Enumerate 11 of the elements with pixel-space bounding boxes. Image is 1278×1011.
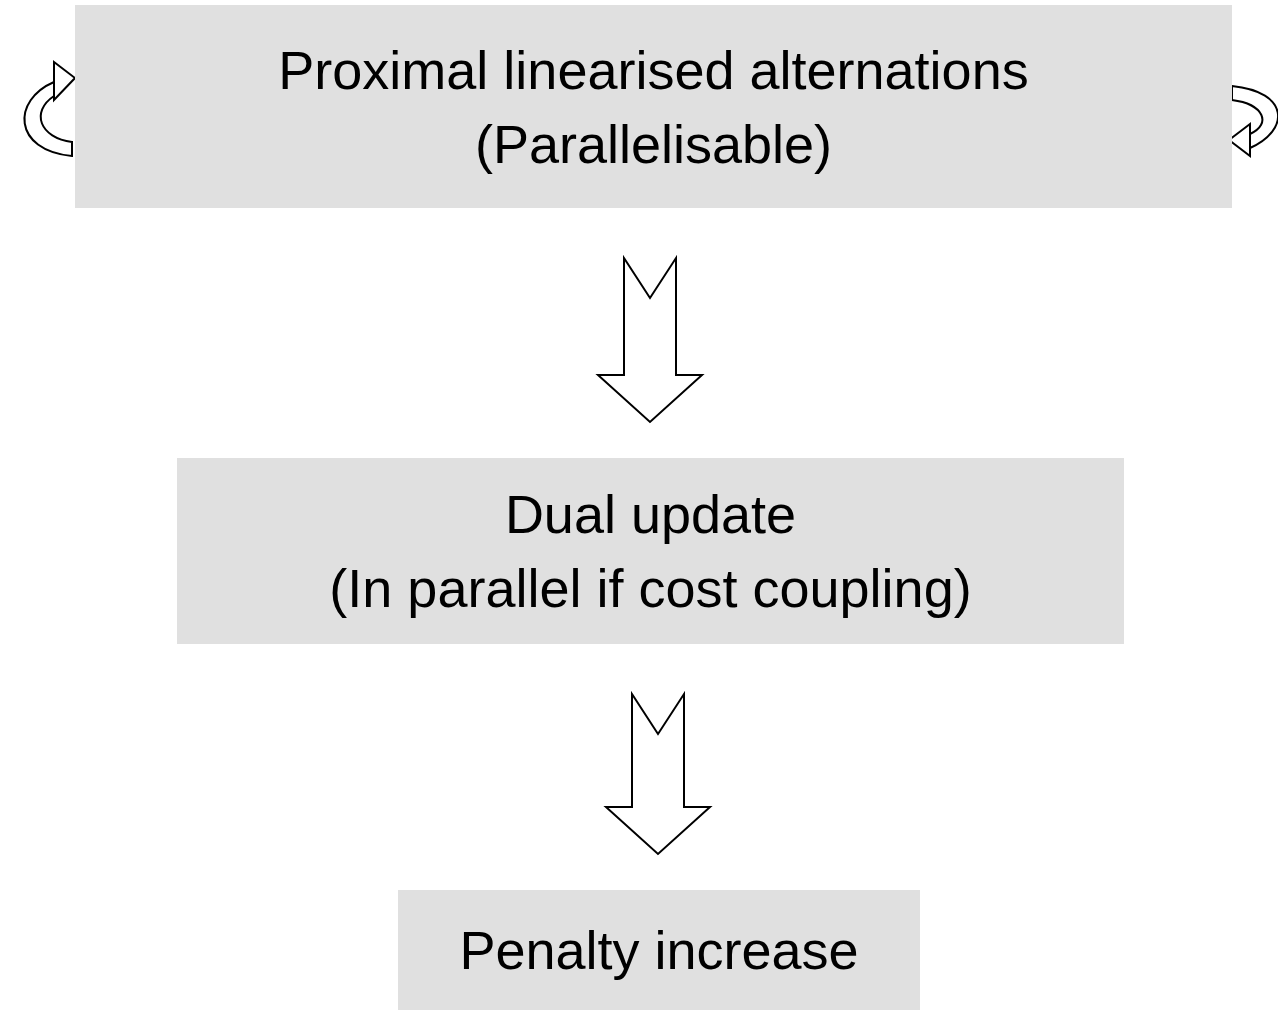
box-subtitle: (In parallel if cost coupling) (329, 557, 972, 620)
process-box (398, 890, 920, 1010)
box-subtitle: (Parallelisable) (474, 112, 833, 176)
block-arrow (603, 690, 713, 856)
process-box (75, 5, 1232, 208)
block-arrow (595, 254, 705, 424)
box-title: Dual update (504, 483, 797, 546)
box-title: Proximal linearised alternations (278, 38, 1029, 102)
process-box (177, 458, 1124, 644)
loop-arrow (23, 61, 76, 157)
box-title: Penalty increase (459, 919, 859, 982)
